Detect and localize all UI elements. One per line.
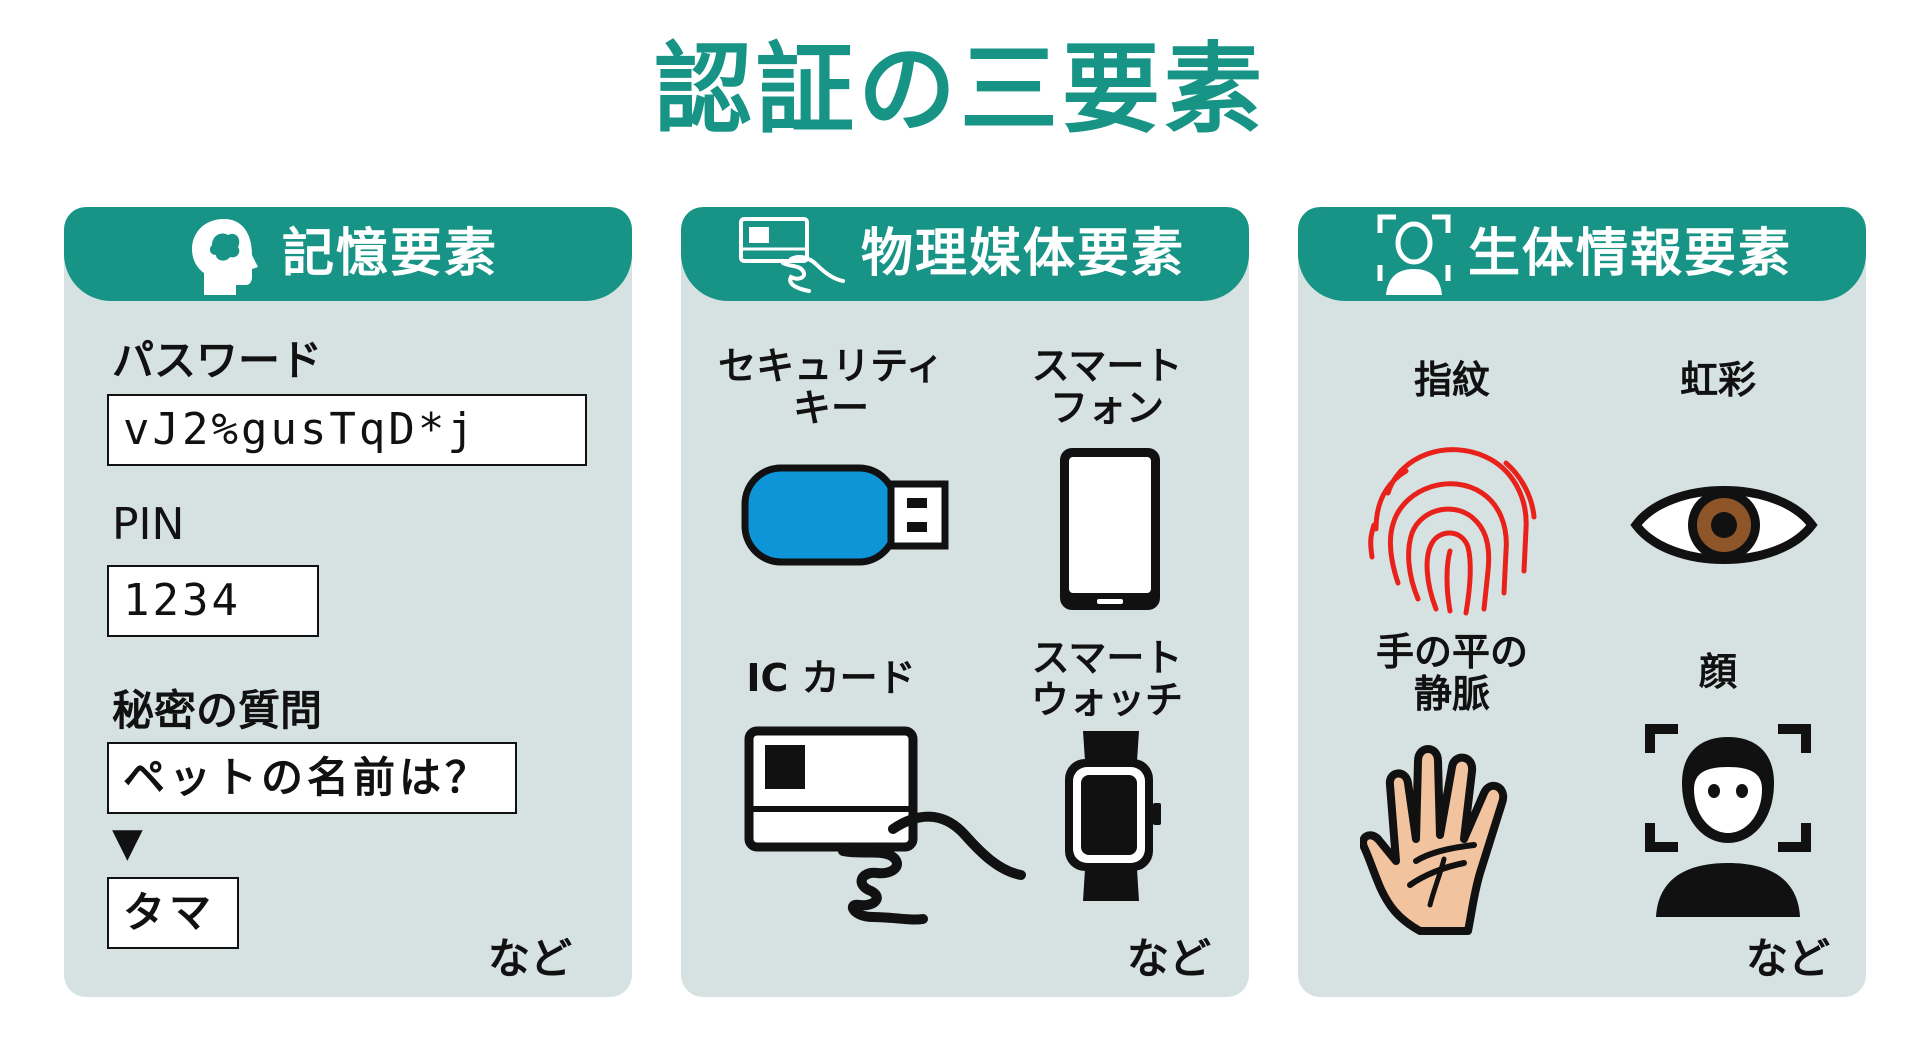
panel-possession: 物理媒体要素 セキュリティ キー スマート フォン IC カード スマート ウォ… [681, 207, 1249, 997]
main-title: 認証の三要素 [653, 33, 1266, 147]
face-scan-icon [1377, 214, 1451, 295]
item-caption: 手の平の 静脈 [1375, 630, 1528, 716]
panel-header [64, 207, 632, 301]
password-field[interactable]: vJ2%gusTqD*j [107, 394, 587, 466]
card-in-hand-icon [739, 217, 845, 293]
item-caption: セキュリティ キー [718, 344, 944, 430]
smartwatch-icon [1065, 731, 1161, 901]
item-caption: スマート ウォッチ [1030, 636, 1183, 722]
panel-biometric: 生体情報要素 指紋 虹彩 手の平の 静脈 顔 など [1298, 207, 1866, 997]
item-caption: スマート フォン [1031, 344, 1183, 430]
panel-title: 物理媒体要素 [861, 224, 1186, 284]
panel-title: 生体情報要素 [1468, 224, 1793, 284]
face-recognition-icon [1645, 724, 1811, 917]
fingerprint-icon [1368, 447, 1537, 616]
eye-icon [1630, 486, 1818, 564]
smartphone-icon [1060, 448, 1160, 610]
item-caption: IC カード [746, 656, 916, 700]
etc-label: など [1127, 934, 1212, 983]
secret-question-label: 秘密の質問 [112, 686, 323, 735]
ic-card-icon [744, 726, 1026, 925]
etc-label: など [1746, 934, 1831, 983]
panel-header [681, 207, 1249, 301]
pin-label: PIN [112, 499, 185, 550]
usb-key-icon [741, 464, 949, 566]
arrow-down-icon: ▼ [112, 820, 143, 866]
item-caption: 顔 [1698, 650, 1737, 694]
secret-question-field[interactable]: ペットの名前は？ [107, 742, 517, 814]
item-caption: 指紋 [1413, 358, 1490, 402]
pin-field[interactable]: 1234 [107, 565, 319, 637]
etc-label: など [488, 934, 573, 983]
password-label: パスワード [112, 336, 323, 385]
palm-icon [1360, 745, 1508, 935]
panel-knowledge: 記憶要素 パスワード vJ2%gusTqD*j PIN 1234 秘密の質問 ペ… [64, 207, 632, 997]
panel-title: 記憶要素 [282, 224, 499, 284]
secret-answer-field[interactable]: タマ [107, 877, 239, 949]
head-silhouette-icon [192, 219, 258, 295]
item-caption: 虹彩 [1679, 358, 1756, 402]
